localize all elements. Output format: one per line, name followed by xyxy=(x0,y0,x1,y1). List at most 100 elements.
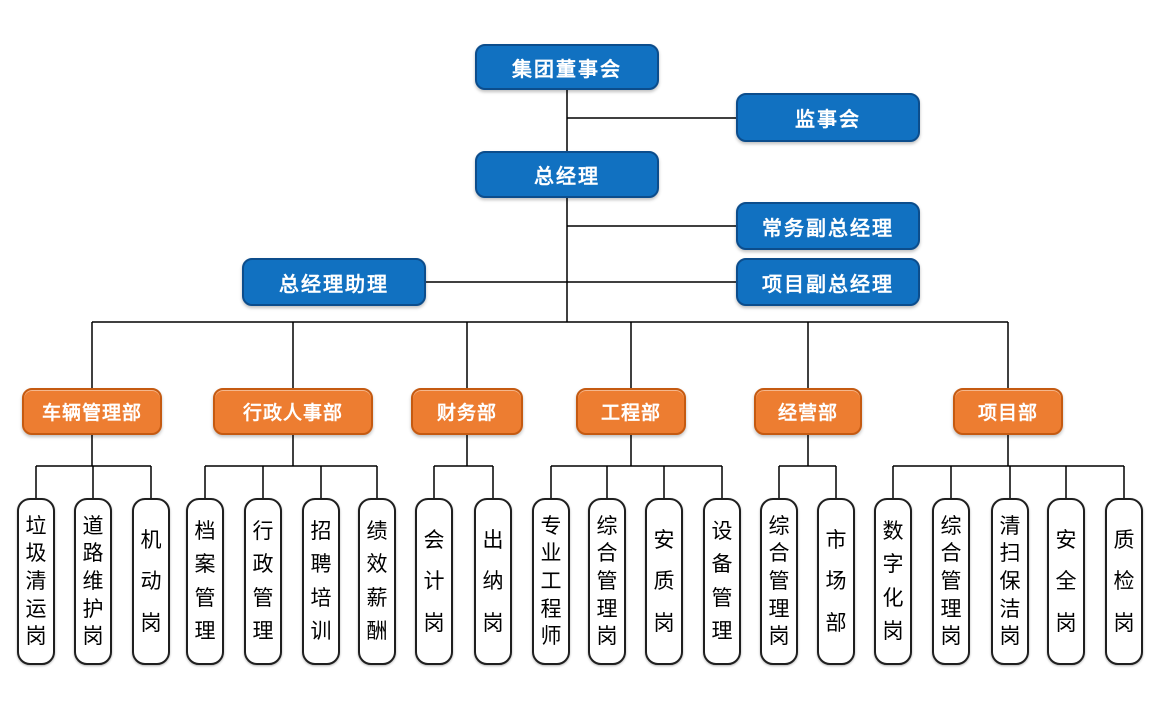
position-node: 数字化岗 xyxy=(874,498,912,665)
position-node-char: 岗 xyxy=(140,611,162,635)
position-node-char: 管 xyxy=(711,586,733,610)
department-node-label: 项目部 xyxy=(977,403,1038,424)
node-gm-assistant: 总经理助理 xyxy=(242,258,426,306)
position-node-char: 管 xyxy=(768,569,790,593)
department-node: 项目部 xyxy=(953,388,1063,435)
position-node-char: 理 xyxy=(768,597,790,621)
position-node-char: 场 xyxy=(825,570,847,593)
node-group-board-label: 集团董事会 xyxy=(512,58,622,81)
position-node-char: 理 xyxy=(940,597,962,621)
position-node-char: 检 xyxy=(1113,570,1135,593)
position-node-char: 合 xyxy=(768,542,790,566)
position-node-char: 理 xyxy=(194,619,216,643)
position-node-char: 市 xyxy=(825,528,847,552)
department-node-label: 车辆管理部 xyxy=(41,403,142,424)
position-node-char: 招 xyxy=(310,520,332,544)
position-node-char: 专 xyxy=(540,514,562,538)
position-node-char: 备 xyxy=(711,553,733,577)
position-node-char: 数 xyxy=(882,520,904,544)
position-node-char: 岗 xyxy=(940,625,962,649)
node-general-manager: 总经理 xyxy=(475,151,659,198)
position-node-char: 理 xyxy=(252,619,274,643)
position-node-char: 岗 xyxy=(423,611,445,635)
position-node-char: 岗 xyxy=(1113,611,1135,635)
position-node: 绩效薪酬 xyxy=(358,498,396,665)
position-node: 市场部 xyxy=(817,498,855,665)
department-node: 行政人事部 xyxy=(213,388,373,435)
position-node: 清扫保洁岗 xyxy=(991,498,1029,665)
position-node: 行政管理 xyxy=(244,498,282,665)
node-project-deputy-gm: 项目副总经理 xyxy=(736,258,920,306)
position-node-char: 出 xyxy=(482,528,504,552)
position-node-char: 化 xyxy=(882,586,904,610)
position-node-char: 岗 xyxy=(1055,611,1077,635)
position-node-char: 师 xyxy=(540,625,562,649)
position-node-char: 案 xyxy=(194,553,216,577)
position-node-char: 理 xyxy=(711,619,733,643)
position-node-char: 管 xyxy=(194,586,216,610)
position-node-char: 训 xyxy=(310,619,332,643)
department-node: 经营部 xyxy=(754,388,862,435)
position-node-char: 岗 xyxy=(25,625,47,649)
position-node: 综合管理岗 xyxy=(760,498,798,665)
position-node-char: 清 xyxy=(25,569,47,593)
position-node-char: 聘 xyxy=(310,553,332,577)
position-node: 专业工程师 xyxy=(532,498,570,665)
position-node-char: 会 xyxy=(423,528,445,552)
position-node-char: 护 xyxy=(82,597,104,621)
department-node: 车辆管理部 xyxy=(22,388,162,435)
position-node-char: 岗 xyxy=(999,625,1021,649)
position-node-char: 质 xyxy=(1113,528,1135,552)
position-node-char: 计 xyxy=(423,570,445,593)
position-node-char: 安 xyxy=(653,528,675,552)
position-node-char: 垃 xyxy=(25,514,47,538)
position-node-char: 综 xyxy=(768,514,790,538)
position-node: 综合管理岗 xyxy=(932,498,970,665)
position-node-char: 动 xyxy=(140,570,162,593)
position-node-char: 保 xyxy=(999,569,1021,593)
position-node-char: 全 xyxy=(1055,570,1077,593)
position-node-char: 安 xyxy=(1055,528,1077,552)
position-node-char: 综 xyxy=(596,514,618,538)
position-node-char: 岗 xyxy=(768,625,790,649)
node-project-deputy-gm-label: 项目副总经理 xyxy=(762,273,894,296)
position-node-char: 工 xyxy=(540,569,562,593)
position-node-char: 机 xyxy=(140,528,162,552)
position-node-char: 合 xyxy=(940,542,962,566)
position-node-char: 合 xyxy=(596,542,618,566)
position-node-char: 清 xyxy=(999,514,1021,538)
position-node-char: 行 xyxy=(252,520,274,544)
position-node-char: 扫 xyxy=(999,542,1021,566)
position-node-char: 路 xyxy=(82,542,104,566)
position-node: 出纳岗 xyxy=(474,498,512,665)
node-executive-deputy-gm: 常务副总经理 xyxy=(736,202,920,250)
department-node: 财务部 xyxy=(411,388,523,435)
position-node-char: 管 xyxy=(940,569,962,593)
position-node-char: 部 xyxy=(825,611,847,635)
position-node-char: 岗 xyxy=(482,611,504,635)
position-node: 垃圾清运岗 xyxy=(17,498,55,665)
position-node-char: 效 xyxy=(366,553,388,577)
department-node-label: 工程部 xyxy=(600,403,661,424)
position-node-char: 设 xyxy=(711,520,733,544)
position-node-char: 岗 xyxy=(82,625,104,649)
node-gm-assistant-label: 总经理助理 xyxy=(279,273,389,296)
position-node-char: 综 xyxy=(940,514,962,538)
position-node-char: 运 xyxy=(25,597,47,621)
position-node-char: 圾 xyxy=(25,542,47,566)
position-node-char: 道 xyxy=(82,514,104,538)
position-node: 会计岗 xyxy=(415,498,453,665)
position-node-char: 维 xyxy=(82,569,104,593)
position-node-char: 档 xyxy=(194,520,216,544)
department-node: 工程部 xyxy=(576,388,686,435)
position-node: 安全岗 xyxy=(1047,498,1085,665)
position-node-char: 管 xyxy=(596,569,618,593)
position-node: 设备管理 xyxy=(703,498,741,665)
position-node-char: 理 xyxy=(596,597,618,621)
position-node-char: 绩 xyxy=(366,520,388,544)
position-node-char: 岗 xyxy=(596,625,618,649)
position-node: 道路维护岗 xyxy=(74,498,112,665)
position-node-char: 业 xyxy=(540,542,562,566)
